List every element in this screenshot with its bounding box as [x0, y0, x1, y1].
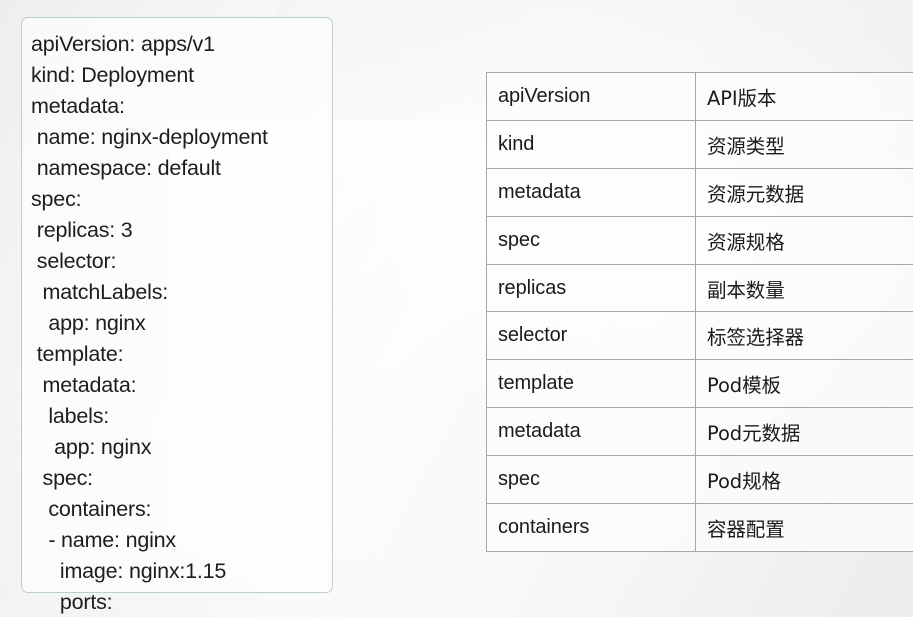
table-cell-field-description: 副本数量: [695, 263, 913, 313]
table-cell-field-name: apiVersion: [486, 72, 696, 121]
yaml-code-panel: apiVersion: apps/v1 kind: Deployment metad…: [21, 17, 333, 614]
table-cell-field-name: metadata: [486, 407, 696, 457]
table-cell-field-name: selector: [486, 311, 696, 361]
table-cell-field-name: metadata: [486, 167, 696, 217]
table-cell-field-name: spec: [486, 455, 696, 505]
yaml-line: template:: [31, 342, 124, 366]
yaml-line: matchLabels:: [31, 280, 169, 304]
table-cell-field-description: 资源元数据: [695, 167, 913, 217]
yaml-line: - name: nginx: [31, 528, 176, 552]
table-cell-field-name: kind: [486, 119, 696, 169]
yaml-line: containers:: [31, 497, 152, 521]
table-cell-field-description: Pod规格: [695, 455, 913, 505]
yaml-line: ports:: [31, 590, 113, 614]
table-cell-field-description: API版本: [695, 72, 913, 121]
table-cell-field-description: 容器配置: [695, 503, 913, 552]
yaml-line: spec:: [31, 187, 82, 211]
yaml-line: kind: Deployment: [31, 63, 194, 87]
table-cell-field-description: 标签选择器: [695, 311, 913, 361]
table-cell-field-name: replicas: [486, 263, 696, 313]
table-cell-field-name: spec: [486, 215, 696, 265]
table-cell-field-description: Pod模板: [695, 359, 913, 409]
table-cell-field-description: Pod元数据: [695, 407, 913, 457]
yaml-line: app: nginx: [31, 311, 146, 335]
yaml-line: apiVersion: apps/v1: [31, 32, 215, 56]
yaml-line: selector:: [31, 249, 117, 273]
yaml-line: spec:: [31, 466, 94, 490]
yaml-line: metadata:: [31, 94, 125, 118]
table-cell-field-name: containers: [486, 503, 696, 552]
yaml-line: image: nginx:1.15: [31, 559, 227, 583]
table-cell-field-description: 资源规格: [695, 215, 913, 265]
yaml-line: replicas: 3: [31, 218, 133, 242]
yaml-line: labels:: [31, 404, 110, 428]
yaml-line: metadata:: [31, 373, 137, 397]
yaml-line: namespace: default: [31, 156, 221, 180]
table-cell-field-description: 资源类型: [695, 119, 913, 169]
yaml-line: name: nginx-deployment: [31, 125, 268, 149]
yaml-line: app: nginx: [31, 435, 152, 459]
table-cell-field-name: template: [486, 359, 696, 409]
